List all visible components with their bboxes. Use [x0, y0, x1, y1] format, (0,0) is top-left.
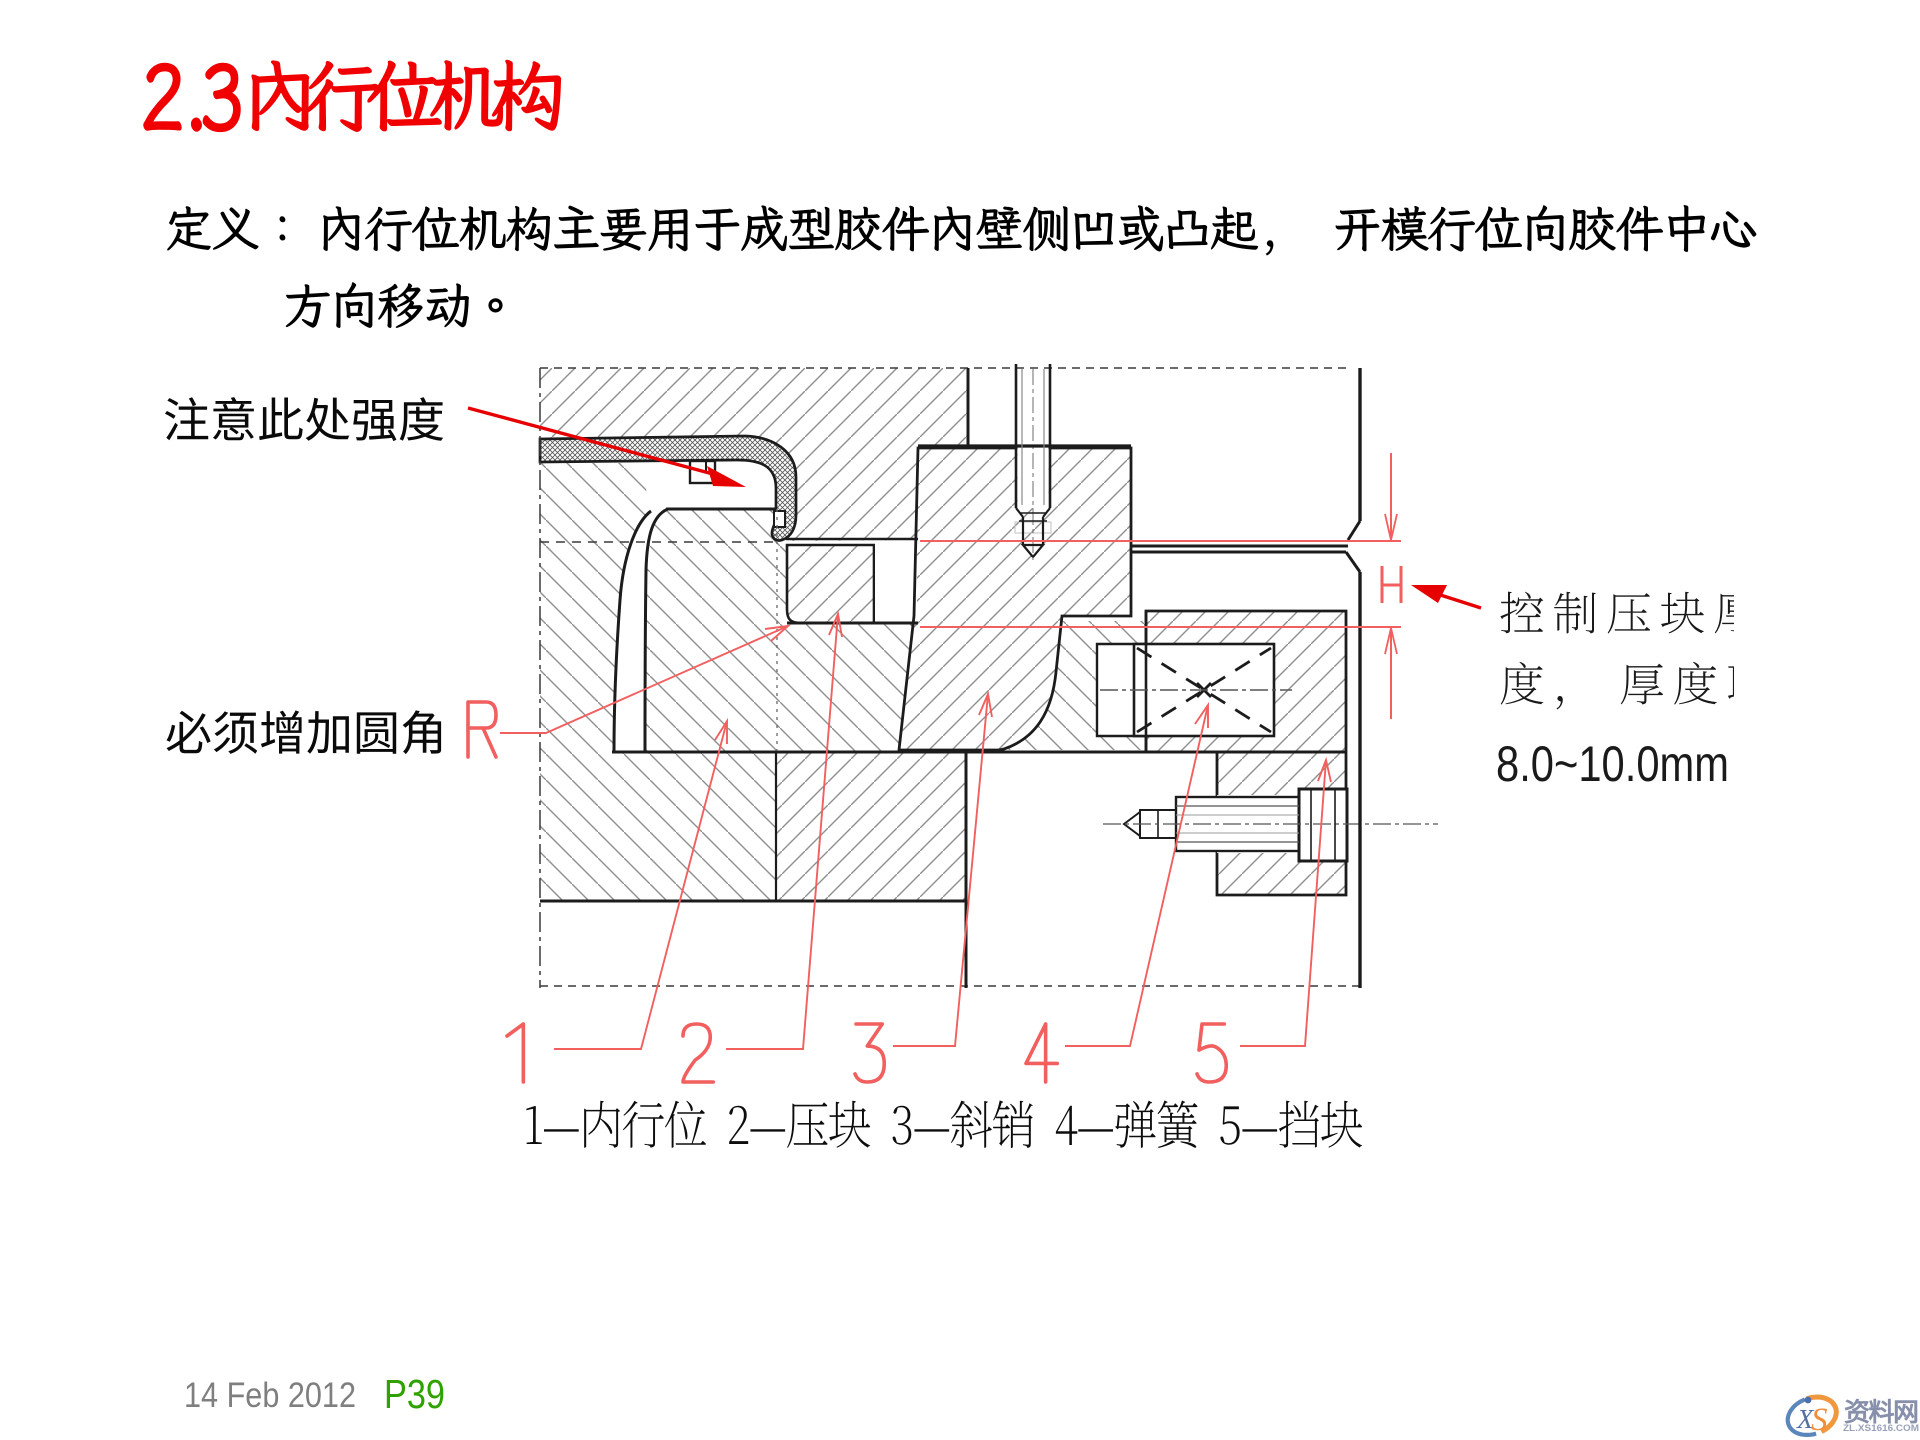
svg-text:S: S	[1811, 1402, 1828, 1438]
svg-text:14 Feb 2012: 14 Feb 2012	[184, 1376, 356, 1415]
svg-text:ZL.XS1616.COM: ZL.XS1616.COM	[1843, 1423, 1919, 1434]
svg-text:8.0~10.0mm: 8.0~10.0mm	[1496, 736, 1729, 792]
svg-text:P39: P39	[384, 1371, 445, 1417]
svg-text:X: X	[1796, 1404, 1815, 1434]
